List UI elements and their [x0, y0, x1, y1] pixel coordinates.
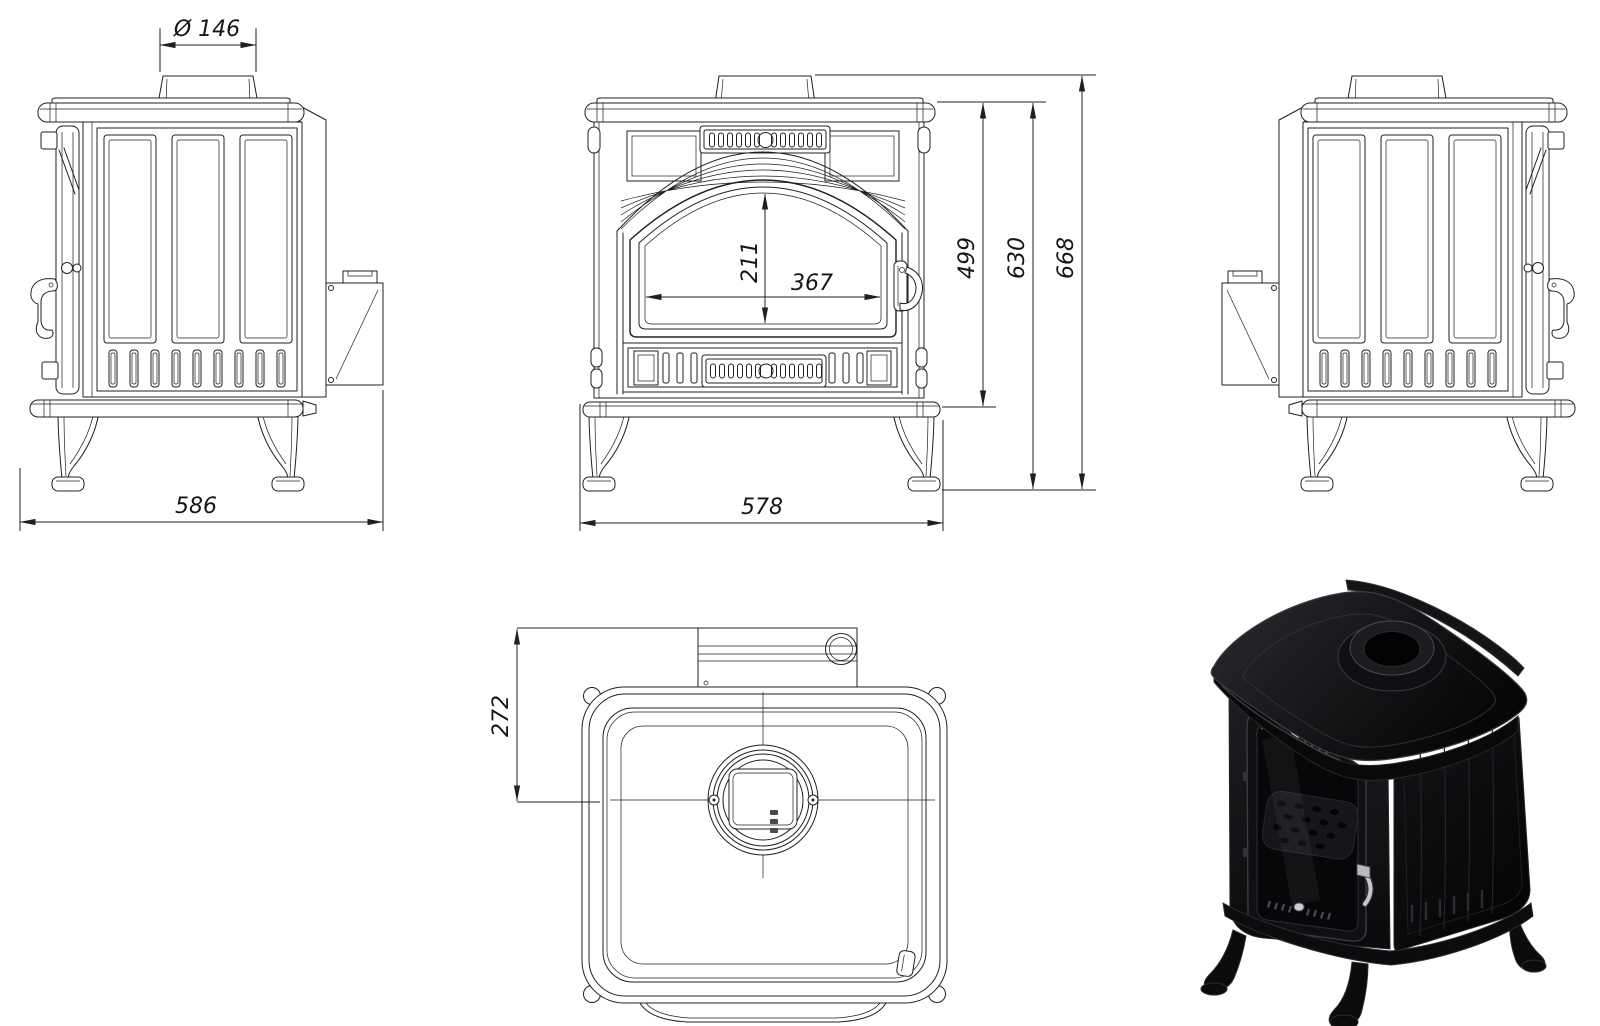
render-base-lip: [1222, 902, 1534, 966]
dim-height-overall-label: 668: [1054, 237, 1079, 279]
dimension-height-to-top-plate: 630: [1005, 102, 1037, 490]
dim-flue-center-label: 272: [489, 695, 514, 737]
top-plate: [584, 102, 936, 123]
top-air-vent: [699, 125, 831, 154]
dimension-height-overall: 668: [815, 74, 1096, 491]
dim-glass-width-label: 367: [791, 271, 833, 296]
render-bottom-vent-slots: [1266, 900, 1332, 920]
render-legs: [1200, 911, 1547, 1026]
dimension-depth-overall: 586: [19, 390, 384, 531]
dimension-glass-width: 367: [645, 271, 881, 301]
render-3d: [1200, 579, 1547, 1026]
render-side-slots: [1410, 890, 1484, 922]
dimension-body-height: 499: [937, 101, 1046, 408]
side-view-right-geometry: [1222, 76, 1575, 491]
rear-connection-box-top: [697, 627, 858, 688]
render-flue-collar: [1337, 620, 1447, 692]
dimension-width-overall: 578: [579, 404, 944, 531]
bottom-air-vent: [701, 354, 827, 388]
dimension-flue-center-from-rear: 272: [489, 627, 702, 803]
corner-panels: [626, 130, 900, 182]
dimension-flue-diameter: Ø 146: [159, 17, 257, 72]
side-view-left-geometry: [30, 76, 383, 491]
dim-body-height-label: 499: [955, 237, 980, 279]
side-view-left: Ø 146 586: [19, 17, 384, 531]
dim-flue-diameter-label: Ø 146: [173, 17, 240, 42]
dim-width-overall-label: 578: [741, 495, 783, 520]
dim-height-top-plate-label: 630: [1005, 237, 1030, 279]
base-plate: [582, 401, 941, 418]
door-handle: [893, 260, 923, 312]
pilaster-ornaments: [587, 126, 931, 389]
side-view-right: [1222, 76, 1575, 491]
cast-marking: [770, 810, 778, 833]
front-leg-right: [892, 411, 941, 492]
dim-glass-height-label: 211: [738, 241, 763, 283]
front-leg-left: [582, 411, 631, 492]
glass-door: [629, 179, 897, 338]
lower-band: [622, 342, 903, 393]
flue-collar-top: [707, 744, 819, 856]
door-arch-frame: [616, 151, 909, 395]
top-view: 272: [489, 627, 948, 1023]
dim-depth-overall-label: 586: [175, 494, 217, 519]
front-view: 211 367 499 630 668 578: [579, 74, 1096, 531]
front-lip: [639, 1002, 887, 1023]
handle-top-view: [896, 950, 916, 977]
render-bottom-vent-knob: [1293, 902, 1305, 912]
render-grate: [1261, 791, 1359, 860]
dimension-glass-height: 211: [738, 193, 769, 324]
